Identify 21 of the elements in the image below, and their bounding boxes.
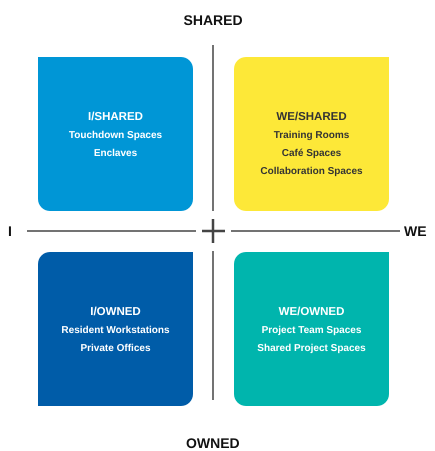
quadrant-item: Private Offices — [80, 342, 151, 355]
quadrant-item: Shared Project Spaces — [257, 342, 366, 355]
axis-label: OWNED — [186, 435, 240, 451]
quadrant-item: Café Spaces — [282, 147, 342, 160]
axis-label: I — [8, 223, 12, 239]
quadrant-item: Resident Workstations — [61, 324, 170, 337]
axis-label: SHARED — [184, 12, 243, 28]
quadrant-heading: WE/OWNED — [278, 306, 344, 318]
quadrant-heading: I/SHARED — [88, 111, 143, 123]
quadrant-heading: I/OWNED — [90, 306, 141, 318]
quadrant-item: Training Rooms — [274, 129, 350, 142]
quadrant-box — [38, 57, 193, 211]
quadrant-box — [234, 57, 389, 211]
quadrant-item: Collaboration Spaces — [260, 165, 363, 178]
quadrant-item: Project Team Spaces — [262, 324, 362, 337]
quadrant-item: Touchdown Spaces — [68, 129, 162, 142]
axis-label: WE — [404, 223, 427, 239]
quadrant-heading: WE/SHARED — [276, 111, 347, 123]
quadrant-item: Enclaves — [94, 147, 138, 160]
quadrant-box — [234, 252, 389, 406]
quadrant-box — [38, 252, 193, 406]
